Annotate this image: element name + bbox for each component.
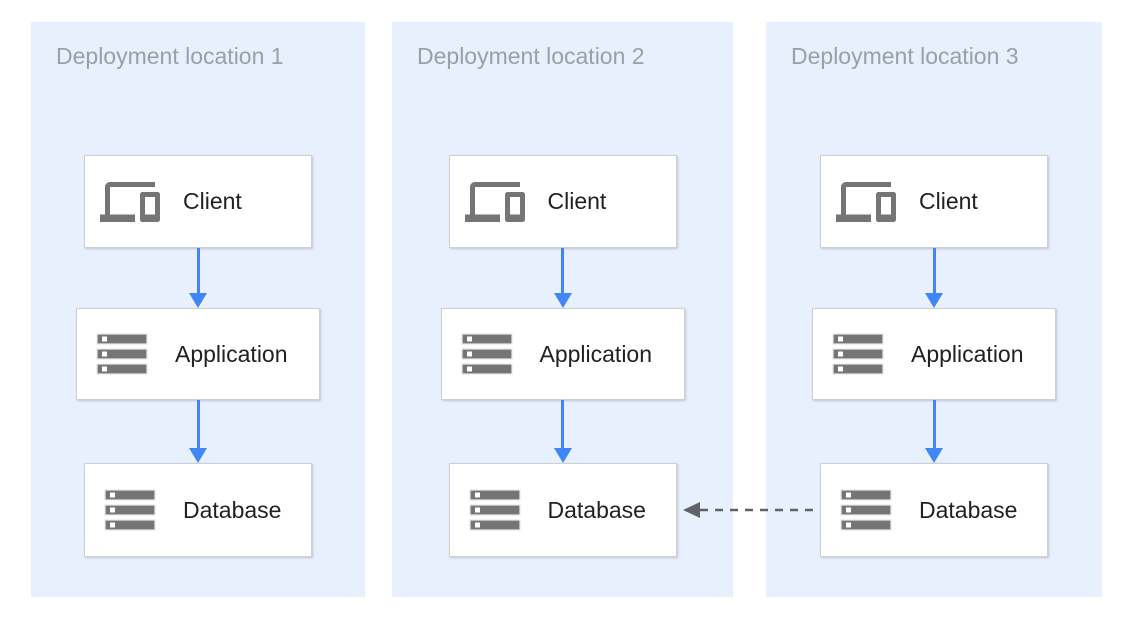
storage-icon [457,324,517,384]
panel-title: Deployment location 1 [56,43,284,69]
panel-deployment-location-2: Deployment location 2 Client Application [392,22,733,597]
storage-icon [828,324,888,384]
devices-icon [836,172,896,232]
devices-icon [464,172,525,232]
node-application: Application [440,308,685,400]
node-label: Application [175,340,288,367]
arrow-application-to-database [553,400,572,463]
arrow-application-to-database [925,400,943,463]
node-database: Database [84,463,312,557]
panel-deployment-location-1: Deployment location 1 Client Application [31,22,365,597]
devices-icon [100,172,160,232]
node-label: Application [539,340,653,367]
storage-icon [836,480,896,540]
panel-deployment-location-3: Deployment location 3 Client Application [766,22,1102,597]
arrow-client-to-application [189,248,207,308]
node-label: Database [547,496,646,523]
node-label: Client [183,188,242,214]
storage-icon [92,324,152,384]
node-label: Database [919,496,1018,523]
arrow-client-to-application [925,248,943,308]
node-label: Application [911,340,1024,367]
node-database: Database [820,463,1048,557]
node-label: Client [919,188,978,214]
node-client: Client [820,155,1048,248]
node-client: Client [448,155,677,248]
storage-icon [465,480,525,540]
arrow-application-to-database [189,400,207,463]
panel-title: Deployment location 3 [791,43,1019,69]
arrow-database3-to-database2 [683,502,819,518]
storage-icon [100,480,160,540]
node-application: Application [812,308,1056,400]
node-label: Client [547,188,607,214]
node-client: Client [84,155,312,248]
arrow-client-to-application [553,248,572,308]
panel-title: Deployment location 2 [417,43,645,69]
node-database: Database [448,463,677,557]
node-application: Application [76,308,320,400]
node-label: Database [183,496,282,523]
